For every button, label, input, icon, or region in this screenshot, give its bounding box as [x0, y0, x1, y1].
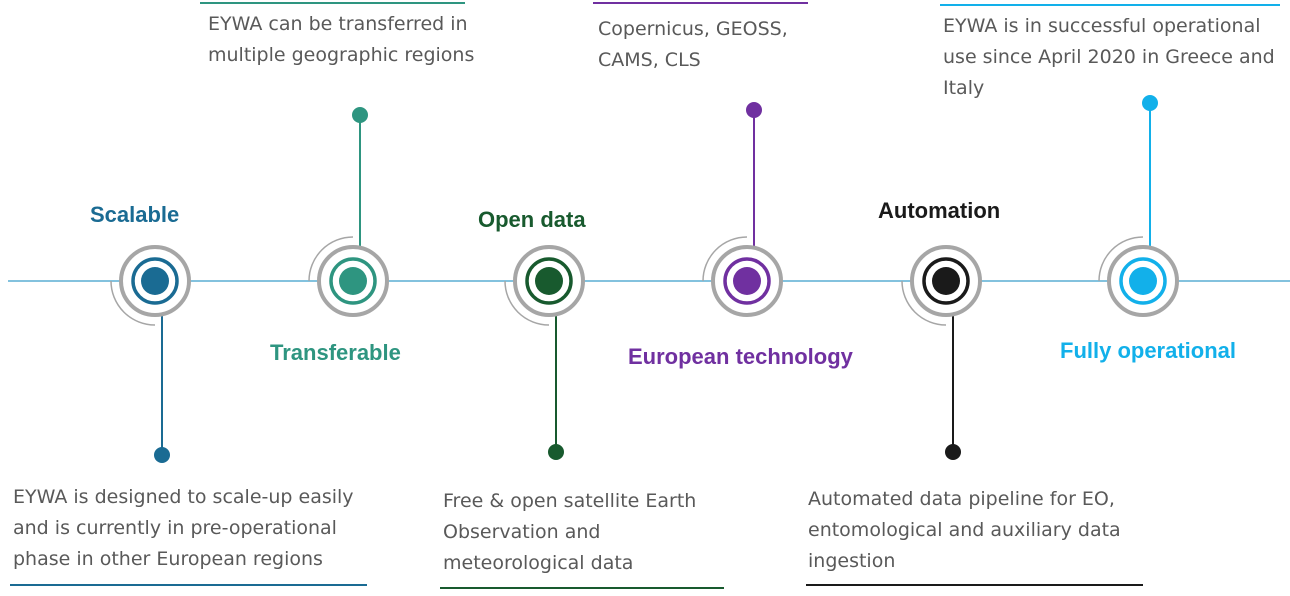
description-overline-fully-operational	[940, 4, 1280, 6]
target-icon-european-technology	[711, 245, 783, 317]
milestone-description-scalable: EYWA is designed to scale-up easily and …	[13, 486, 354, 570]
target-core-open-data	[535, 267, 563, 295]
milestone-label-transferable: Transferable	[270, 340, 401, 365]
connector-dot-fully-operational	[1142, 95, 1158, 111]
target-core-transferable	[339, 267, 367, 295]
target-core-automation	[932, 267, 960, 295]
connector-dot-scalable	[154, 447, 170, 463]
connector-dot-transferable	[352, 107, 368, 123]
target-icon-automation	[910, 245, 982, 317]
description-overline-european-technology	[593, 2, 808, 4]
outer-arc-fully-operational	[1098, 236, 1144, 282]
description-underline-scalable	[10, 584, 367, 586]
description-overline-transferable	[200, 2, 465, 4]
milestone-description-open-data: Free & open satellite Earth Observation …	[443, 490, 697, 574]
connector-dot-european-technology	[746, 102, 762, 118]
description-underline-open-data	[440, 587, 724, 589]
target-core-fully-operational	[1129, 267, 1157, 295]
outer-arc-open-data	[504, 280, 550, 326]
milestone-node-automation	[901, 245, 982, 460]
milestone-node-fully-operational	[1098, 95, 1179, 317]
target-core-scalable	[141, 267, 169, 295]
milestone-description-transferable: EYWA can be transferred in multiple geog…	[208, 13, 475, 66]
target-core-european-technology	[733, 267, 761, 295]
milestone-label-automation: Automation	[878, 198, 1001, 223]
outer-arc-european-technology	[702, 236, 748, 282]
milestone-description-european-technology: Copernicus, GEOSS, CAMS, CLS	[598, 18, 788, 71]
milestone-label-fully-operational: Fully operational	[1060, 338, 1237, 363]
milestone-label-scalable: Scalable	[90, 202, 180, 227]
milestone-node-european-technology	[702, 102, 783, 317]
milestone-description-fully-operational: EYWA is in successful operational use si…	[943, 15, 1275, 99]
milestone-node-transferable	[308, 107, 389, 317]
outer-arc-transferable	[308, 236, 354, 282]
milestone-node-open-data	[504, 245, 585, 460]
description-underline-automation	[806, 584, 1143, 586]
outer-arc-automation	[901, 280, 947, 326]
milestone-node-scalable	[110, 245, 191, 463]
target-icon-fully-operational	[1107, 245, 1179, 317]
milestone-description-automation: Automated data pipeline for EO, entomolo…	[808, 488, 1121, 572]
connector-dot-open-data	[548, 444, 564, 460]
outer-arc-scalable	[110, 280, 156, 326]
target-icon-transferable	[317, 245, 389, 317]
target-icon-open-data	[513, 245, 585, 317]
milestone-label-european-technology: European technology	[628, 344, 853, 369]
connector-dot-automation	[945, 444, 961, 460]
milestone-label-open-data: Open data	[478, 207, 586, 232]
target-icon-scalable	[119, 245, 191, 317]
